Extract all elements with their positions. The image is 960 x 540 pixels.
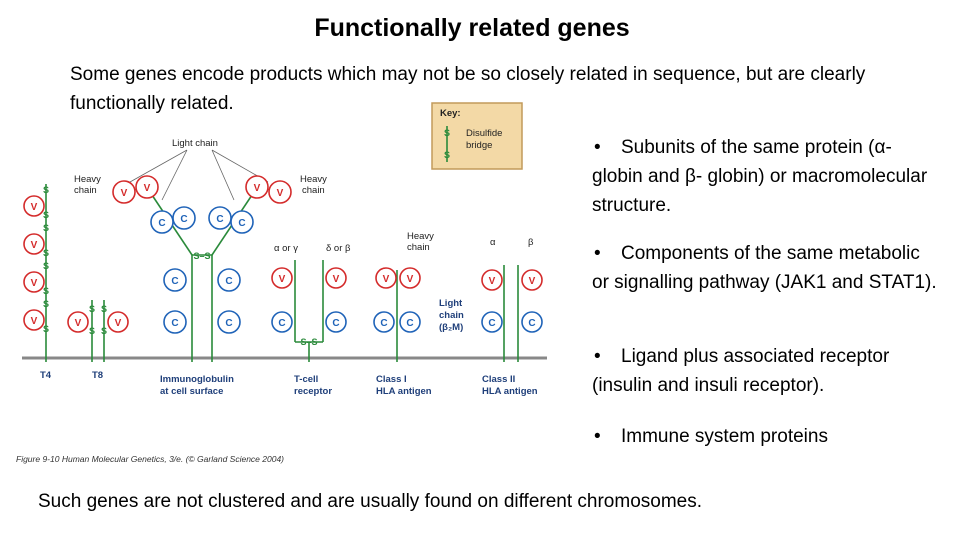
svg-text:C: C [225,276,232,287]
bullet-text: Ligand plus associated receptor (insulin… [592,346,890,396]
svg-text:S: S [43,223,49,233]
svg-text:V: V [31,240,38,251]
svg-text:S–S: S–S [193,251,210,261]
label-light-chain: Light chain [172,138,218,149]
svg-text:V: V [75,318,82,329]
svg-text:V: V [31,316,38,327]
label-heavy-chain-right-2: chain [302,185,325,196]
svg-text:S: S [89,304,95,314]
svg-text:V: V [383,274,390,285]
bullet-text: Subunits of the same protein (α- globin … [592,137,928,216]
svg-text:S: S [43,185,49,195]
t4-molecule: V V V V SS SS SS SS [23,184,49,362]
svg-text:V: V [144,183,151,194]
svg-text:S: S [101,326,107,336]
immunoglobulin-molecule: V V V V C C C C C C C C S–S [112,175,292,362]
bullet-item: •Components of the same metabolic or sig… [592,243,937,293]
svg-text:S: S [101,304,107,314]
svg-text:C: C [225,318,232,329]
label-immunoglobulin-1: Immunoglobulin [160,374,234,385]
svg-text:V: V [31,202,38,213]
key-box: Key: S S Disulfide bridge [431,102,523,170]
immune-proteins-figure: .v { fill: #fff; stroke: #d42b2b; stroke… [12,100,552,470]
label-beta: β [528,237,534,248]
svg-text:C: C [238,218,245,229]
label-t8: T8 [92,370,103,381]
svg-text:V: V [529,276,536,287]
class-ii-hla-molecule: α β V V C C [481,237,543,362]
svg-text:C: C [488,318,495,329]
label-class1-2: HLA antigen [376,386,432,397]
bullet-item: •Immune system proteins [594,426,828,447]
svg-text:S: S [89,326,95,336]
label-class2-2: HLA antigen [482,386,538,397]
key-sulfur-top: S [444,128,450,138]
label-light-chain-b2m-2: chain [439,310,464,321]
label-light-chain-b2m-3: (β₂M) [439,322,463,333]
bullet-text: Immune system proteins [621,426,828,447]
svg-text:V: V [277,188,284,199]
svg-text:C: C [171,318,178,329]
svg-text:S: S [43,299,49,309]
svg-text:V: V [115,318,122,329]
svg-text:S: S [43,261,49,271]
svg-text:S: S [43,210,49,220]
label-heavy-chain-mid-2: chain [407,242,430,253]
label-tcr-2: receptor [294,386,332,397]
svg-text:V: V [254,183,261,194]
key-sulfur-bottom: S [444,150,450,160]
intro-text: Some genes encode products which may not… [70,64,866,114]
svg-text:S: S [43,324,49,334]
label-alpha: α [490,237,496,248]
svg-text:C: C [528,318,535,329]
t-cell-receptor-molecule: α or γ δ or β V V C C S–S [271,243,351,362]
svg-text:C: C [180,214,187,225]
key-label-disulfide: Disulfide [466,128,502,139]
svg-text:V: V [279,274,286,285]
bullet-text: Components of the same metabolic or sign… [592,243,937,293]
svg-text:C: C [158,218,165,229]
svg-text:V: V [121,188,128,199]
svg-text:V: V [407,274,414,285]
outro-text: Such genes are not clustered and are usu… [38,491,702,512]
key-title: Key: [440,108,461,119]
svg-text:C: C [216,214,223,225]
label-heavy-chain-left-2: chain [74,185,97,196]
label-delta-or-beta: δ or β [326,243,351,254]
svg-text:S–S: S–S [300,337,317,347]
label-t4: T4 [40,370,52,381]
label-light-chain-b2m-1: Light [439,298,463,309]
label-immunoglobulin-2: at cell surface [160,386,223,397]
label-heavy-chain-right-1: Heavy [300,174,327,185]
label-heavy-chain-left-1: Heavy [74,174,101,185]
svg-text:C: C [171,276,178,287]
svg-text:C: C [278,318,285,329]
svg-text:S: S [43,248,49,258]
class-i-hla-molecule: Heavy chain V V C C Light chain (β₂M) [373,231,464,362]
svg-text:V: V [31,278,38,289]
label-class2-1: Class II [482,374,515,385]
key-label-bridge: bridge [466,140,492,151]
svg-text:S: S [43,286,49,296]
svg-text:C: C [406,318,413,329]
svg-text:V: V [489,276,496,287]
t8-molecule: V V SS SS [67,300,129,362]
label-class1-1: Class I [376,374,407,385]
slide-title: Functionally related genes [314,14,630,42]
figure-caption: Figure 9-10 Human Molecular Genetics, 3/… [16,454,285,464]
label-heavy-chain-mid-1: Heavy [407,231,434,242]
label-tcr-1: T-cell [294,374,318,385]
svg-text:C: C [380,318,387,329]
label-alpha-or-gamma: α or γ [274,243,298,254]
bullet-item: •Ligand plus associated receptor (insuli… [592,346,890,396]
svg-text:V: V [333,274,340,285]
bullet-item: •Subunits of the same protein (α- globin… [592,137,928,216]
svg-text:C: C [332,318,339,329]
